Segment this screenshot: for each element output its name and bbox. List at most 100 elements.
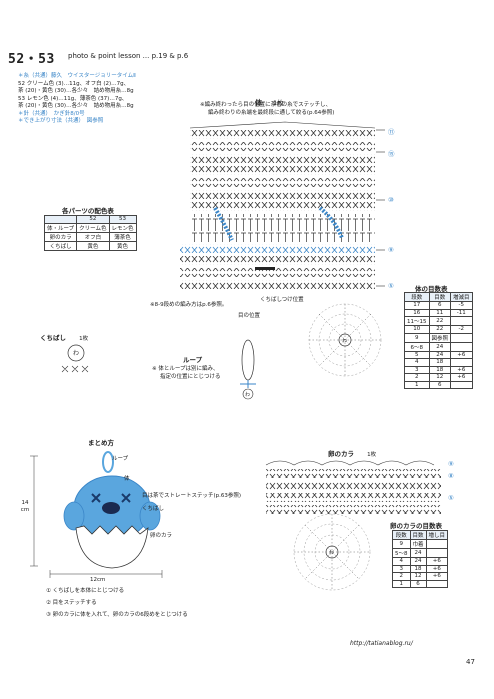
- table-cell: 11: [428, 308, 452, 317]
- table-cell: [450, 380, 473, 389]
- assembly-step-1: ① くちばしを本体にとじつける: [46, 588, 125, 594]
- eye-position-label: 目の位置: [238, 313, 261, 319]
- table-cell: 巾着: [409, 539, 427, 549]
- table-cell: 黄色: [76, 240, 110, 251]
- table-cell: 卵のカラ: [43, 231, 78, 242]
- table-cell: 24: [409, 557, 427, 566]
- materials-block: ＊糸（共通）藤久 ウイスタージョリータイムⅡ 52 クリーム色 (3)…11g、…: [18, 73, 188, 126]
- table-row: 52 53: [43, 215, 137, 224]
- material-line: ＊糸（共通）藤久 ウイスタージョリータイムⅡ: [18, 73, 136, 79]
- table-cell: 1: [392, 579, 411, 588]
- table-cell: -5: [450, 301, 473, 310]
- table-cell: 4: [404, 358, 430, 367]
- table-cell: +6: [450, 350, 473, 359]
- table-cell: 黄色: [108, 240, 137, 251]
- table-cell: 9: [392, 539, 411, 549]
- table-cell: [425, 579, 449, 588]
- table-cell: 6: [409, 579, 427, 588]
- table-cell: 図参照: [428, 332, 452, 343]
- shell-count: 1枚: [367, 452, 377, 458]
- loop-note-2: 指定の位置にとじつける: [160, 374, 221, 380]
- table-cell: クリーム色: [76, 222, 110, 233]
- body-stitch-table-title: 体の目数表: [415, 285, 448, 293]
- assembly-beak-label: くちばし: [142, 506, 165, 512]
- table-cell: 5: [404, 350, 430, 359]
- round-label-9: ⑨: [388, 246, 394, 254]
- table-cell: [450, 358, 473, 367]
- table-cell: [450, 341, 473, 352]
- table-cell: 増し目: [425, 530, 449, 540]
- table-cell: [425, 548, 449, 558]
- body-note-3: ※8-9段めの編み方はp.6参照。: [150, 302, 228, 308]
- shell-round-label-9: ⑨: [448, 460, 454, 468]
- table-cell: 2: [392, 572, 411, 581]
- width-dimension: 12cm: [90, 577, 106, 583]
- svg-text:わ: わ: [245, 391, 250, 398]
- body-note-1: ※編み終わったら目の位置に茶色の糸でステッチし、: [200, 102, 332, 108]
- beak-position-label: くちばしつけ位置: [260, 297, 304, 303]
- beak-title-label: くちばし: [40, 334, 66, 342]
- page-subtitle: photo & point lesson ... p.19 & p.6: [68, 52, 189, 60]
- table-cell: 5〜8: [392, 548, 411, 558]
- footer-url[interactable]: http://tatianablog.ru/: [350, 640, 413, 647]
- table-cell: レモン色: [108, 222, 137, 233]
- table-cell: 52: [76, 215, 110, 224]
- table-cell: 目数: [428, 292, 452, 302]
- table-cell: 12: [428, 373, 452, 382]
- round-label-15: ⑮: [388, 150, 395, 158]
- round-label-10: ⑩: [388, 196, 394, 204]
- table-cell: 4: [392, 557, 411, 566]
- table-cell: 53: [108, 215, 137, 224]
- table-cell: 24: [428, 350, 452, 359]
- table-row: 段数 目数 増し目: [392, 530, 449, 540]
- beak-count: 1枚: [79, 336, 89, 342]
- table-cell: [43, 215, 78, 224]
- table-cell: -11: [450, 308, 473, 317]
- table-cell: +6: [450, 373, 473, 382]
- material-line: ＊でき上がり寸法（共通） 図参照: [18, 118, 104, 124]
- chick-illustration: [63, 451, 161, 569]
- table-cell: 段数: [404, 292, 430, 302]
- footer-page-number: 47: [466, 658, 475, 666]
- material-line: 52 クリーム色 (3)…11g、オフ白 (2)…7g、: [18, 80, 130, 87]
- table-cell: 24: [428, 341, 452, 352]
- table-cell: 18: [428, 365, 452, 374]
- table-cell: 薄茶色: [108, 231, 137, 242]
- shell-round-label-8: ⑧: [448, 472, 454, 480]
- color-table: 52 53 体・ループ クリーム色 レモン色 卵のカラ オフ白 薄茶色 くちばし…: [43, 215, 137, 251]
- table-cell: 1: [404, 380, 430, 389]
- dimension-lines: [30, 455, 163, 578]
- table-row: 体・ループ クリーム色 レモン色: [43, 222, 137, 233]
- beak-title: くちばし 1枚: [40, 325, 88, 344]
- table-cell: 3: [404, 365, 430, 374]
- shell-round-label-5: ⑤: [448, 494, 454, 502]
- table-cell: 増減目: [450, 292, 473, 302]
- table-cell: 6〜8: [404, 341, 430, 352]
- table-cell: 3: [392, 564, 411, 573]
- shell-title: 卵のカラ 1枚: [328, 441, 376, 460]
- loop-diagram: わ: [240, 339, 256, 400]
- height-dimension: 14 cm: [20, 500, 30, 513]
- assembly-eye-label: 目は茶でストレートステッチ(p.63参照): [142, 493, 242, 499]
- table-cell: +6: [425, 564, 449, 573]
- shell-stitch-chart: [265, 460, 441, 514]
- table-cell: +6: [425, 572, 449, 581]
- svg-text:わ: わ: [342, 337, 347, 344]
- table-row: 段数 目数 増減目: [404, 292, 473, 302]
- table-cell: +6: [425, 557, 449, 566]
